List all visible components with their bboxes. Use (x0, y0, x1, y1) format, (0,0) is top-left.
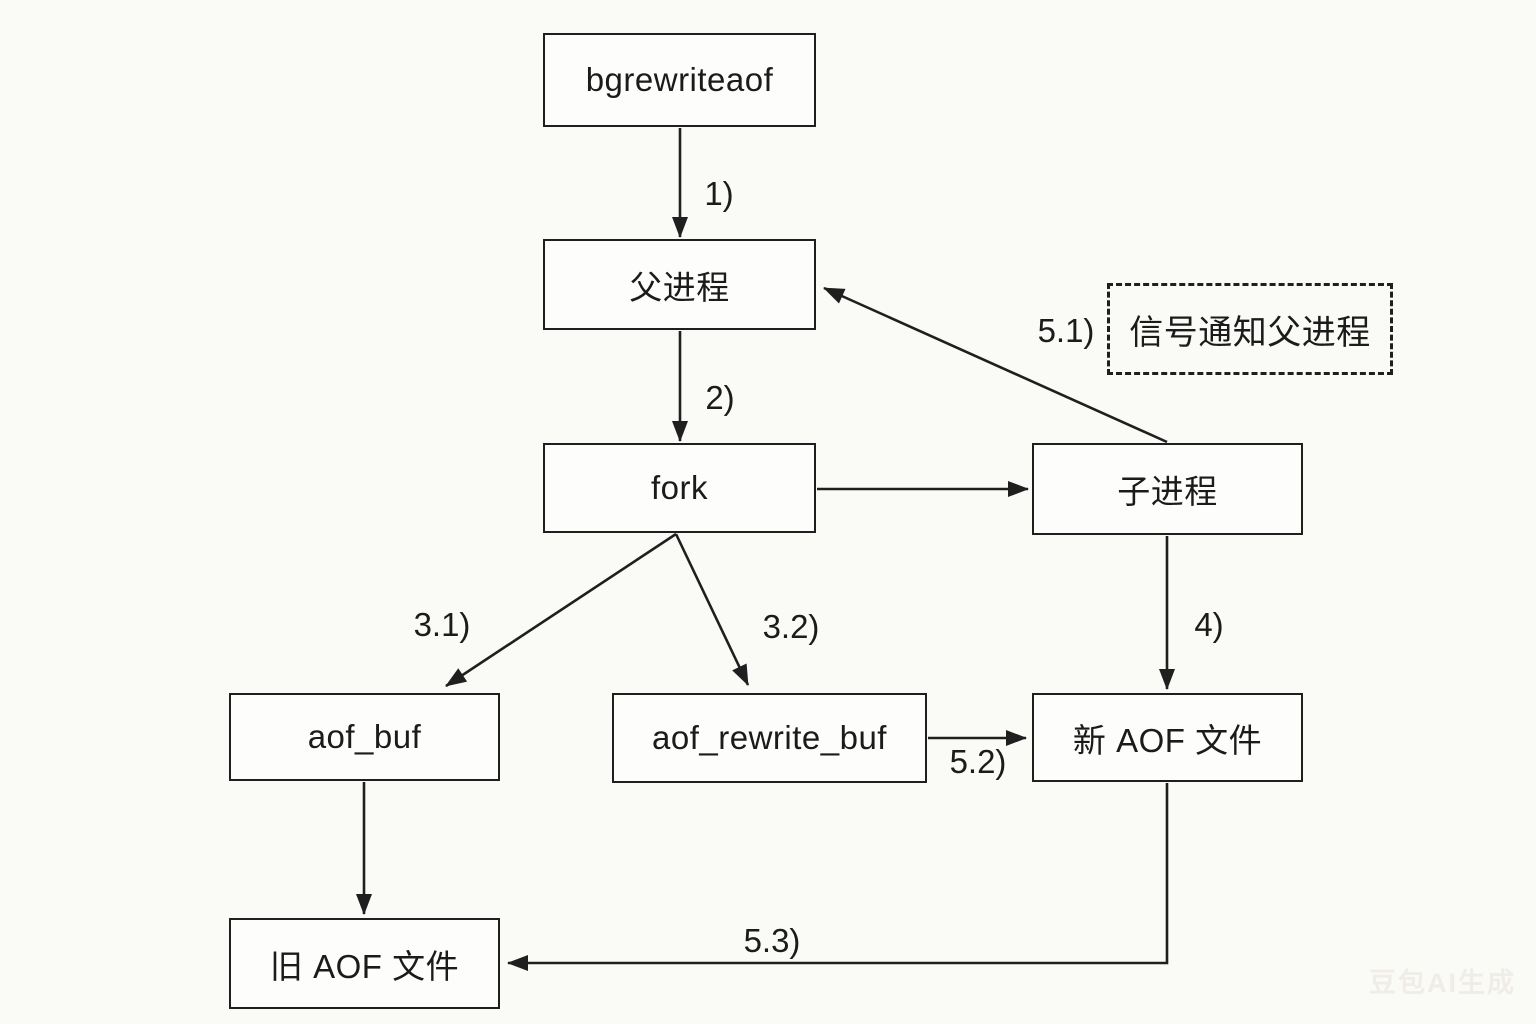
node-child-process-label: 子进程 (1117, 473, 1218, 510)
node-bgrewriteaof-label: bgrewriteaof (585, 61, 774, 98)
ai-watermark: 豆包AI生成 (1369, 968, 1516, 998)
edge-label-step-5-1: 5.1) (1037, 312, 1095, 349)
node-new-aof-file: 新 AOF 文件 (1032, 693, 1303, 782)
node-aof-buf-label: aof_buf (307, 718, 422, 755)
node-aof-buf: aof_buf (229, 693, 500, 781)
node-parent-process-label: 父进程 (629, 268, 730, 306)
node-parent-process: 父进程 (543, 239, 816, 330)
edge-label-step-3-2: 3.2) (762, 608, 820, 645)
arrow-step32-fork-to-aofrewritebuf (674, 533, 750, 686)
node-aof-rewrite-buf-label: aof_rewrite_buf (652, 719, 887, 756)
node-child-process: 子进程 (1032, 443, 1303, 535)
node-fork-label: fork (650, 469, 708, 506)
node-fork: fork (543, 443, 816, 533)
edge-label-step-3-1: 3.1) (413, 606, 471, 643)
node-signal-notice: 信号通知父进程 (1107, 283, 1393, 375)
arrow-step31-fork-to-aofbuf (445, 532, 677, 688)
node-old-aof-file: 旧 AOF 文件 (229, 918, 500, 1009)
edge-label-step-5-2: 5.2) (949, 743, 1007, 780)
arrow-step53-newaof-to-oldaof (507, 783, 1169, 971)
edge-label-step-2: 2) (705, 379, 735, 416)
node-bgrewriteaof: bgrewriteaof (543, 33, 816, 127)
node-signal-notice-label: 信号通知父进程 (1129, 313, 1371, 352)
edge-label-step-4: 4) (1194, 606, 1224, 643)
node-aof-rewrite-buf: aof_rewrite_buf (612, 693, 927, 783)
node-new-aof-file-label: 新 AOF 文件 (1072, 721, 1263, 759)
edge-label-step-1: 1) (704, 175, 734, 212)
node-old-aof-file-label: 旧 AOF 文件 (269, 947, 460, 985)
edge-label-step-5-3: 5.3) (743, 922, 801, 959)
